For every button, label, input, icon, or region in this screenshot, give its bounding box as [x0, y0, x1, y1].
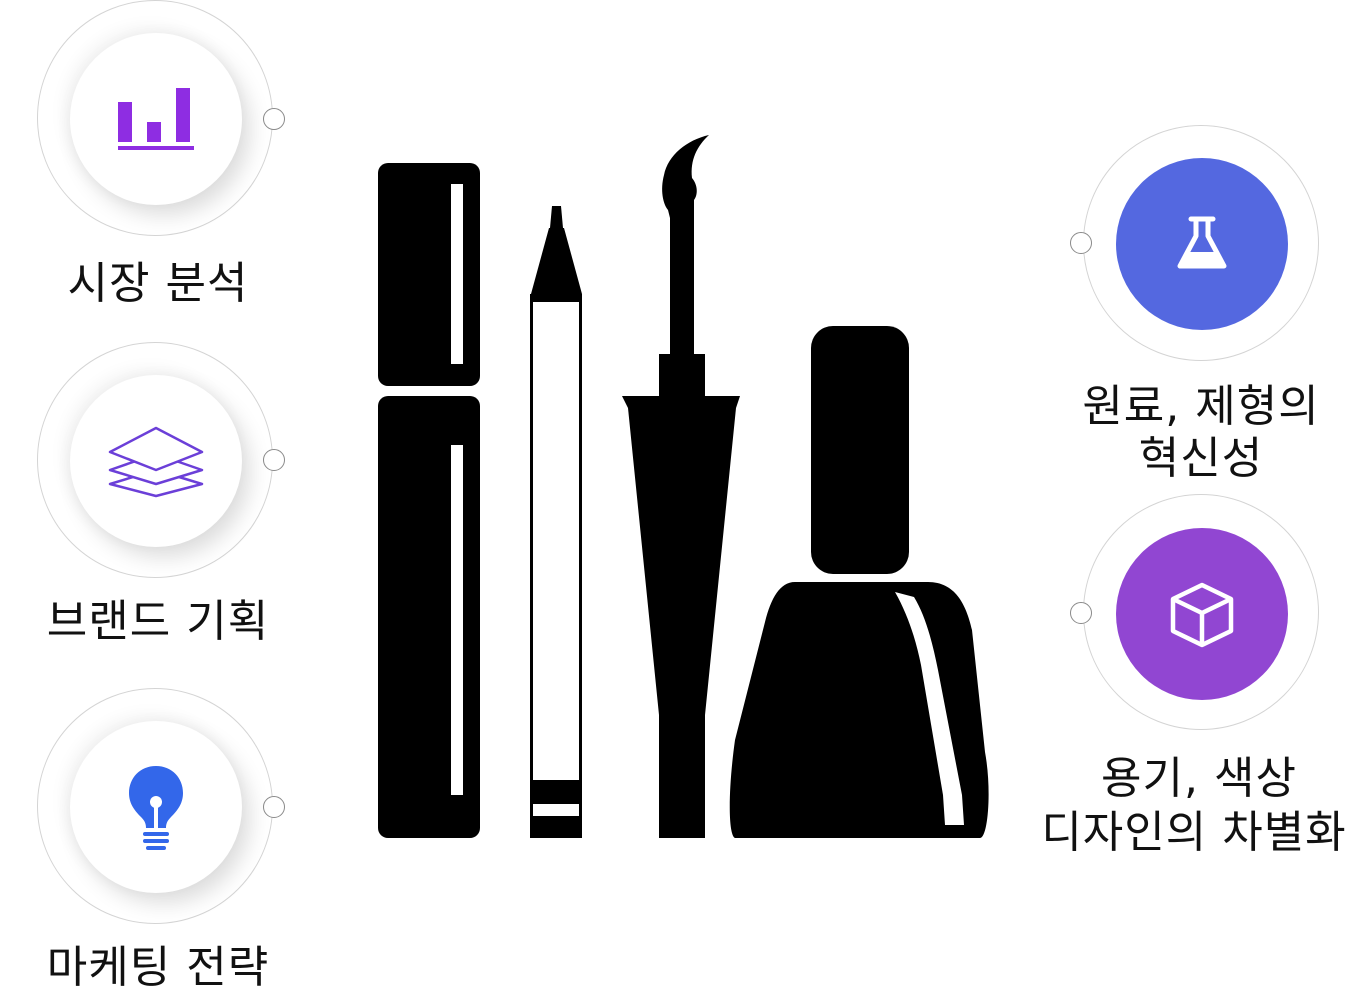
nail-polish-icon [729, 326, 989, 838]
connector-dot [1070, 602, 1092, 624]
pencil-eyeliner-icon [530, 206, 582, 838]
connector-dot [1070, 232, 1092, 254]
flask-icon [1177, 216, 1227, 269]
box-icon [1170, 582, 1234, 648]
item-label: 브랜드 기획 [46, 596, 270, 647]
icon-circle [70, 33, 242, 205]
item-label-line1: 용기, 색상 [1101, 753, 1297, 804]
cosmetics-illustration [378, 135, 989, 838]
layers-icon [108, 426, 204, 498]
item-label-line1: 원료, 제형의 [1082, 381, 1320, 432]
item-label: 마케팅 전략 [46, 942, 270, 993]
mascara-icon [378, 163, 480, 838]
bar-chart-icon [118, 88, 194, 150]
icon-circle [70, 375, 242, 547]
liquid-eyeliner-icon [622, 135, 740, 838]
lightbulb-icon [129, 766, 183, 850]
icon-circle [70, 721, 242, 893]
connector-dot [263, 108, 285, 130]
connector-dot [263, 796, 285, 818]
icon-circle [1116, 528, 1288, 700]
item-label-line2: 디자인의 차별화 [1041, 807, 1347, 858]
connector-dot [263, 449, 285, 471]
item-label-line2: 혁신성 [1138, 433, 1264, 484]
icon-circle [1116, 158, 1288, 330]
item-label: 시장 분석 [67, 258, 249, 309]
